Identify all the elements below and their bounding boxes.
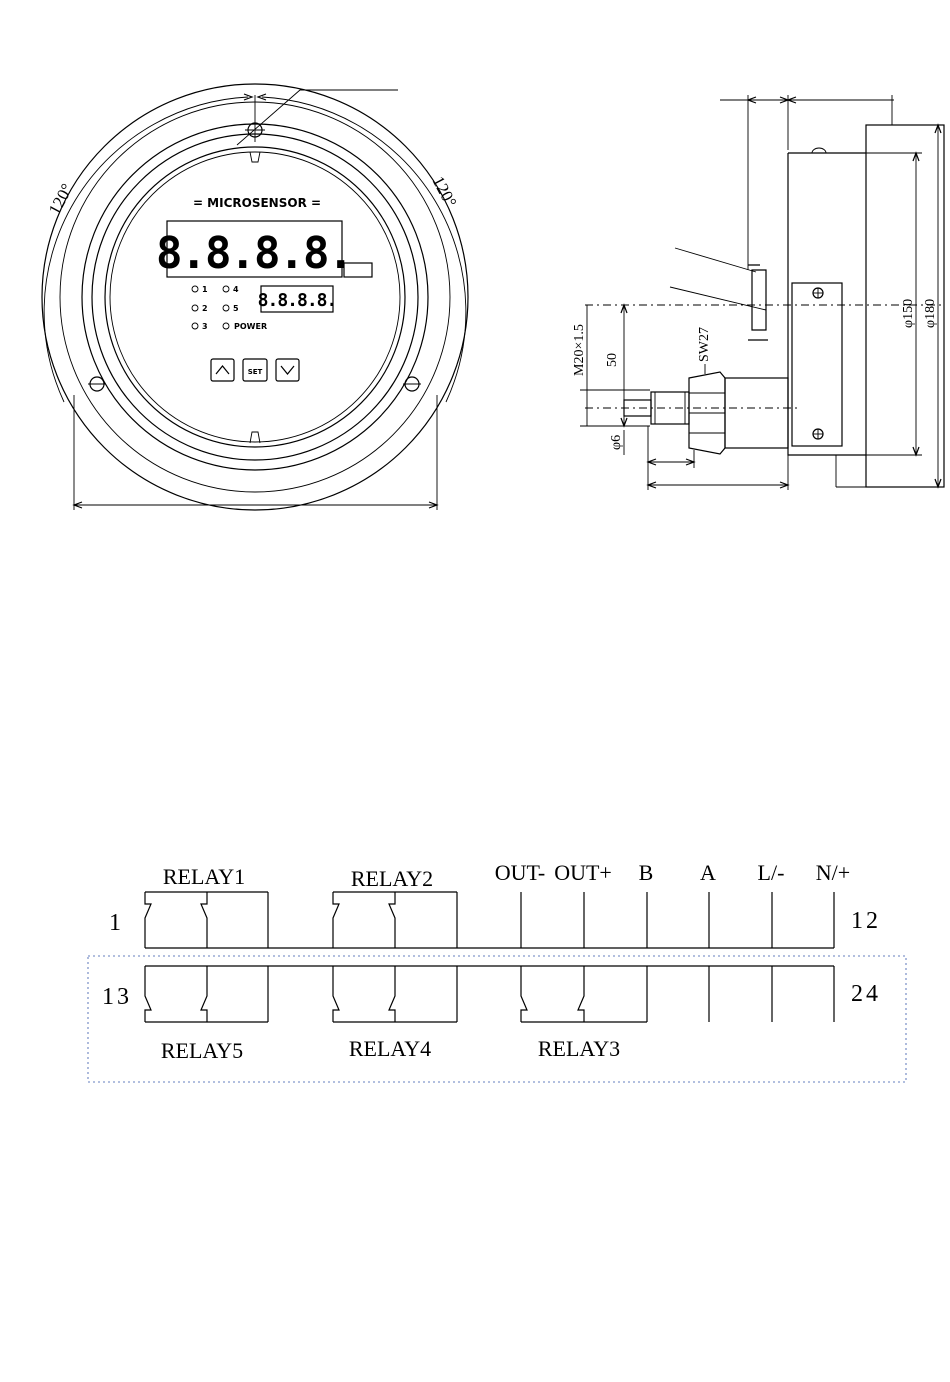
relay4-contacts [333, 966, 457, 1022]
side-view: M20×1.5 50 φ6 SW27 φ150 φ180 [572, 95, 944, 490]
angle-label-right: 120° [428, 173, 460, 210]
svg-text:4: 4 [233, 285, 239, 294]
clamp-leader [675, 248, 756, 272]
indicator-4: 4 [223, 285, 239, 294]
relay1-contacts [145, 892, 268, 948]
relay2-contacts [333, 892, 457, 948]
label-out-plus: OUT+ [554, 860, 612, 885]
dim-sw-label: SW27 [697, 327, 712, 362]
indicator-3: 3 [192, 322, 208, 331]
down-arrow-icon [281, 366, 294, 374]
up-arrow-icon [216, 366, 229, 374]
angle-label-left: 120° [45, 180, 77, 217]
pin-13-label: 13 [102, 984, 132, 1010]
svg-text:1: 1 [202, 285, 208, 294]
label-relay1: RELAY1 [163, 864, 245, 889]
flange-outer-ring [42, 84, 468, 510]
relay3-contacts [521, 966, 647, 1022]
dim-phi150-label: φ150 [901, 299, 916, 328]
terminal-diagram: RELAY1 RELAY2 OUT- OUT+ B A L/- N/+ RELA… [88, 860, 906, 1082]
indicator-power: POWER [223, 322, 267, 331]
bezel-inner-ring [92, 134, 418, 460]
down-button[interactable] [276, 359, 299, 381]
label-a: A [700, 860, 716, 885]
flange-bolt-circle [60, 102, 450, 492]
top-notch [250, 152, 260, 162]
label-out-minus: OUT- [495, 860, 546, 885]
front-view: 120° 120° = MICROSENSOR = 8.8.8.8. 8.8.8… [42, 84, 468, 510]
up-button[interactable] [211, 359, 234, 381]
pin-12-label: 12 [851, 908, 881, 934]
svg-text:5: 5 [233, 304, 239, 313]
relay5-contacts [145, 966, 268, 1022]
dim-arrows [648, 459, 788, 488]
clamp-lines [748, 265, 768, 340]
pin-1-label: 1 [109, 910, 121, 936]
label-relay5: RELAY5 [161, 1038, 243, 1063]
case-bump [812, 148, 826, 153]
dial-face [105, 147, 405, 447]
screw-icon [813, 429, 823, 439]
dim-thread-label: M20×1.5 [572, 324, 587, 376]
set-button-label: SET [248, 368, 263, 376]
label-relay4: RELAY4 [349, 1036, 431, 1061]
label-relay3: RELAY3 [538, 1036, 620, 1061]
main-display-digits: 8.8.8.8. [156, 228, 352, 279]
indicator-2: 2 [192, 304, 208, 313]
dim-phi6-label: φ6 [609, 435, 624, 450]
terminal-enclosure [88, 956, 906, 1082]
svg-text:2: 2 [202, 304, 208, 313]
bottom-notch [250, 432, 260, 443]
indicator-5: 5 [223, 304, 239, 313]
terminal-block [792, 283, 842, 446]
brand-label: = MICROSENSOR = [193, 196, 321, 210]
case-body [788, 153, 866, 455]
dim-50-label: 50 [605, 353, 620, 367]
indicator-1: 1 [192, 285, 208, 294]
label-relay2: RELAY2 [351, 866, 433, 891]
set-button[interactable]: SET [243, 359, 267, 381]
stem-body [725, 378, 788, 448]
bolt-hole-right [403, 377, 421, 391]
label-b: B [639, 860, 654, 885]
pin-24-label: 24 [851, 981, 881, 1007]
svg-text:3: 3 [202, 322, 208, 331]
bezel-ring [82, 124, 428, 470]
svg-text:POWER: POWER [234, 322, 267, 331]
sub-display-digits: 8.8.8.8. [258, 290, 337, 311]
label-l: L/- [758, 860, 785, 885]
clamp [752, 270, 766, 330]
screw-icon [813, 288, 823, 298]
dim-phi180-label: φ180 [923, 299, 938, 328]
label-n: N/+ [816, 860, 850, 885]
